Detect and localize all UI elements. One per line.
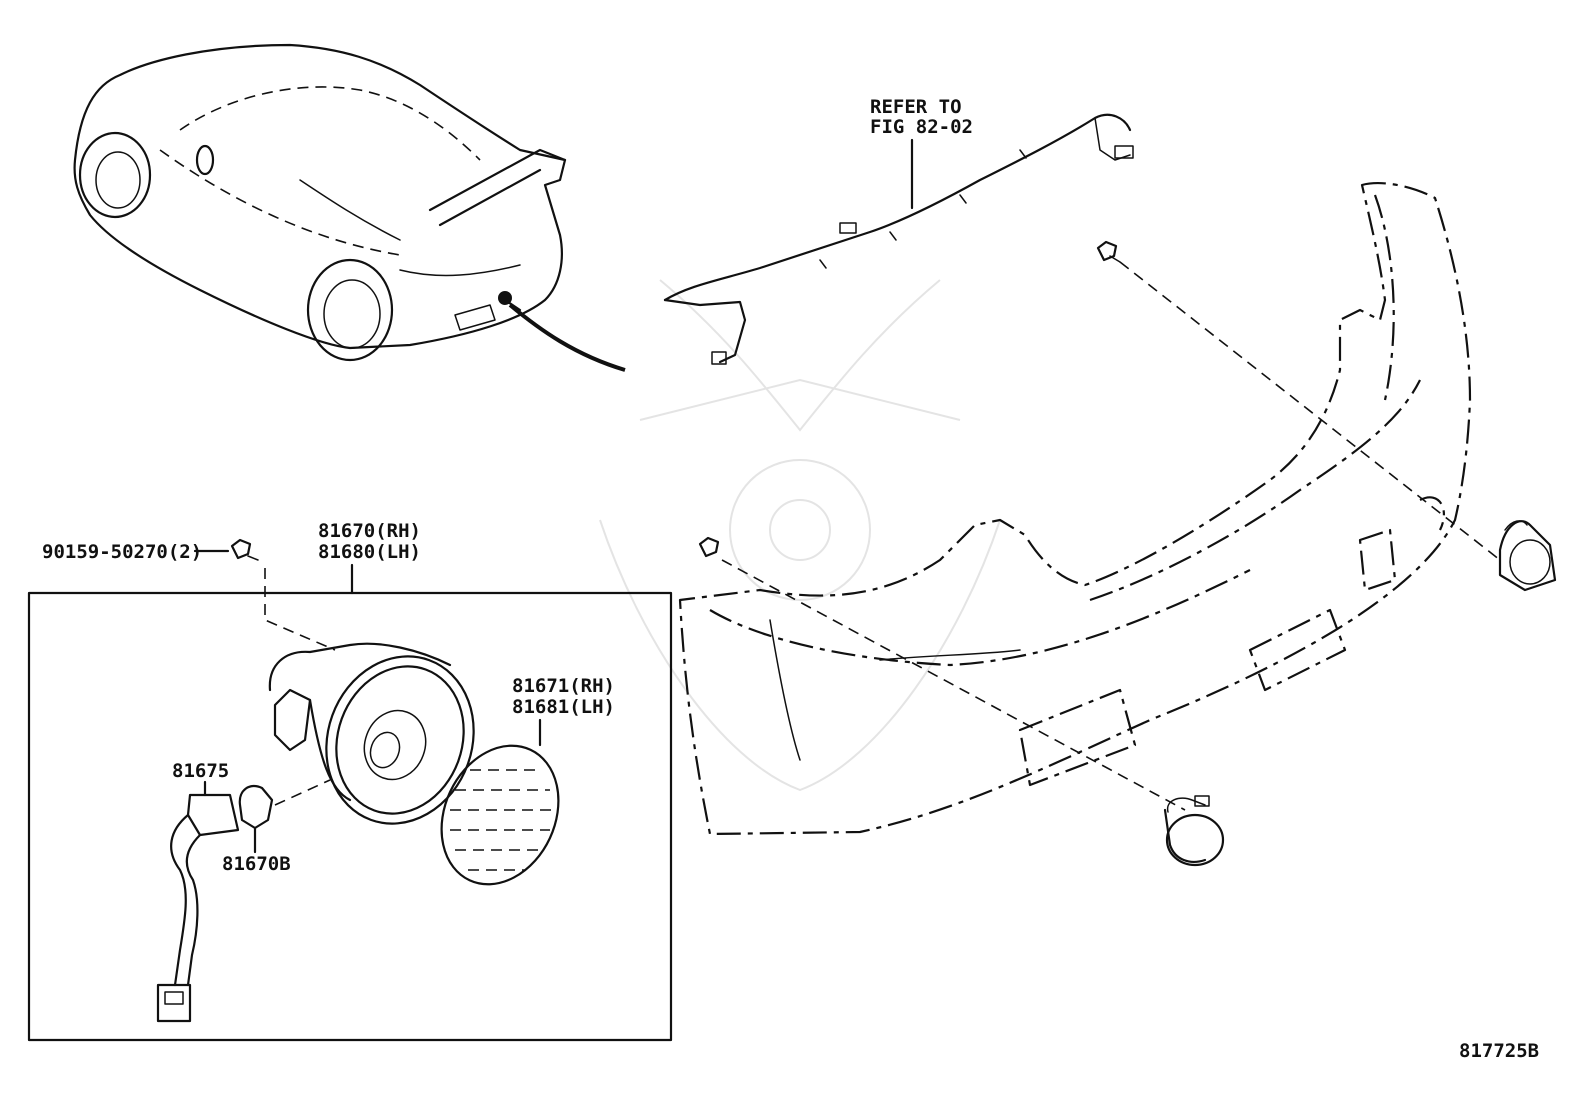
label-lamp-rh: 81670(RH) bbox=[318, 520, 421, 542]
rear-bumper bbox=[678, 182, 1472, 836]
fog-lamp-lens bbox=[440, 744, 560, 886]
leader-bolt bbox=[264, 568, 336, 651]
bolt bbox=[193, 538, 259, 561]
leader-clip-upper bbox=[1119, 261, 1501, 561]
label-bolt: 90159-50270(2) bbox=[42, 541, 202, 563]
label-bulb: 81670B bbox=[222, 853, 291, 875]
part-labels: REFER TO FIG 82-02 90159-50270(2) 81670(… bbox=[42, 96, 1539, 1062]
reflector-right bbox=[1498, 520, 1557, 592]
fog-lamp-housing bbox=[268, 642, 475, 825]
leader-bulb bbox=[274, 779, 331, 806]
label-refer-to: REFER TO bbox=[870, 96, 962, 118]
vehicle-overview bbox=[73, 43, 626, 372]
wire-harness bbox=[663, 113, 1134, 365]
clip-lower bbox=[698, 536, 720, 558]
socket-pigtail bbox=[156, 780, 240, 1023]
sensor-lower bbox=[1163, 795, 1225, 867]
detail-box bbox=[27, 591, 673, 1042]
label-lens-lh: 81681(LH) bbox=[512, 696, 615, 718]
label-figure-id: 817725B bbox=[1459, 1040, 1539, 1062]
watermark-emblem bbox=[599, 279, 1001, 792]
label-refer-fig: FIG 82-02 bbox=[870, 116, 973, 138]
label-lamp-lh: 81680(LH) bbox=[318, 541, 421, 563]
label-socket: 81675 bbox=[172, 760, 229, 782]
label-lens-rh: 81671(RH) bbox=[512, 675, 615, 697]
bulb bbox=[238, 784, 274, 830]
clip-upper bbox=[1096, 240, 1121, 263]
leader-clip-lower bbox=[721, 559, 1186, 811]
